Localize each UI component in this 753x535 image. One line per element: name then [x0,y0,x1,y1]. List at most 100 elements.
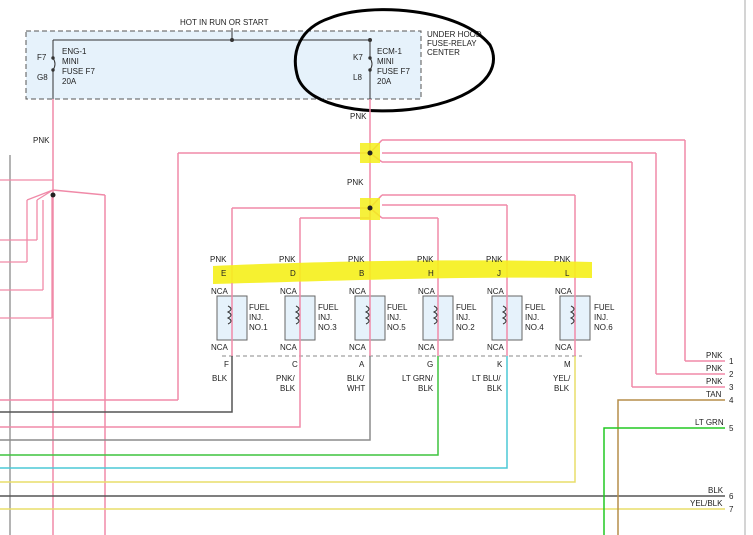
wire-label-pnk-mid: PNK [347,178,364,187]
terminal-wire-label: BLK [708,486,724,495]
injector-bottom-connector: NCA [418,343,436,352]
injector-top-connector: NCA [487,287,505,296]
injector-top-wire: PNK [210,255,227,264]
terminal-wire-label: YEL/BLK [690,499,723,508]
fuse-terminal-dot [51,56,55,60]
injector-top-wire: PNK [279,255,296,264]
injector-out-wire-1: BLK/ [347,374,365,383]
injector-label-line3: NO.3 [318,323,337,332]
fuse-center-location-line3: CENTER [427,48,460,57]
terminal-number: 5 [729,424,734,433]
injector-top-connector: NCA [349,287,367,296]
injector-bottom-pin: C [292,360,298,369]
fuse-left-bottom-pin: G8 [37,73,48,82]
terminal-number: 2 [729,370,734,379]
fuse-left-fuse: FUSE F7 [62,67,95,76]
terminal-wire-label: PNK [706,377,723,386]
injector-top-pin: H [428,269,434,278]
connector-highlight [213,260,592,284]
injector-label-line2: INJ. [387,313,401,322]
fuse-center-location-line1: UNDER HOOD [427,30,482,39]
injector-label-line1: FUEL [249,303,270,312]
injector-no4: PNK J NCA FUEL INJ. NO.4 NCA K LT BLU/ B… [472,255,546,393]
terminal-wire-label: LT GRN [695,418,724,427]
injector-no1: PNK E NCA FUEL INJ. NO.1 NCA F BLK [210,255,270,383]
injector-bottom-pin: A [359,360,365,369]
terminal-number: 7 [729,505,734,514]
injector-top-wire: PNK [348,255,365,264]
terminal-number: 6 [729,492,734,501]
fuse-relay-center-box [25,30,422,100]
terminal-number: 1 [729,357,734,366]
injector-label-line1: FUEL [318,303,339,312]
injector-out-wire-1: YEL/ [553,374,571,383]
injector-no3: PNK D NCA FUEL INJ. NO.3 NCA C PNK/ BLK [276,255,339,393]
injector-top-wire: PNK [486,255,503,264]
injector-top-pin: E [221,269,226,278]
fuse-right-top-pin: K7 [353,53,363,62]
injector-out-wire-1: PNK/ [276,374,295,383]
injector-bottom-connector: NCA [487,343,505,352]
injector-out-wire-2: BLK [487,384,503,393]
injector-top-pin: L [565,269,570,278]
injector-out-wire-2: WHT [347,384,365,393]
injector-label-line3: NO.4 [525,323,544,332]
injector-bottom-connector: NCA [211,343,229,352]
injector-top-pin: J [497,269,501,278]
injector-bottom-pin: K [497,360,503,369]
injector-label-line2: INJ. [525,313,539,322]
injector-out-wire-1: LT BLU/ [472,374,501,383]
injector-top-wire: PNK [417,255,434,264]
injector-label-line1: FUEL [456,303,477,312]
injector-no6: PNK L NCA FUEL INJ. NO.6 NCA M YEL/ BLK [553,255,615,393]
right-terminals: PNK 1 PNK 2 PNK 3 TAN 4 LT GRN 5 BLK 6 Y… [690,351,734,514]
injector-label-line3: NO.5 [387,323,406,332]
injector-out-wire-2: BLK [554,384,570,393]
injector-label-line3: NO.6 [594,323,613,332]
splice-dot [367,150,373,156]
injector-bottom-pin: M [564,360,571,369]
fuse-bus-lines [52,28,373,99]
injector-out-wire-2: BLK [280,384,296,393]
injector-bottom-connector: NCA [280,343,298,352]
fuse-center-location-line2: FUSE-RELAY [427,39,477,48]
injector-label-line2: INJ. [249,313,263,322]
injector-label-line3: NO.2 [456,323,475,332]
injector-label-line2: INJ. [594,313,608,322]
injector-top-pin: B [359,269,364,278]
injector-no2: PNK H NCA FUEL INJ. NO.2 NCA G LT GRN/ B… [402,255,477,393]
injector-output-wires [0,356,725,535]
injector-label-line2: INJ. [318,313,332,322]
fuse-right-name: ECM-1 [377,47,402,56]
injector-no5: PNK B NCA FUEL INJ. NO.5 NCA A BLK/ WHT [347,255,408,393]
injector-top-connector: NCA [418,287,436,296]
terminal-wire-label: PNK [706,351,723,360]
splice-dot [50,192,56,198]
markup-circle [293,8,495,113]
hot-in-run-label: HOT IN RUN OR START [180,18,269,27]
fuse-right-bottom-pin: L8 [353,73,362,82]
injector-label-line1: FUEL [525,303,546,312]
injector-label-line1: FUEL [594,303,615,312]
fuse-left-top-pin: F7 [37,53,47,62]
wire-label-pnk-under-fuse: PNK [350,112,367,121]
terminal-wire-label: TAN [706,390,722,399]
injector-out-wire-2: BLK [418,384,434,393]
injector-top-wire: PNK [554,255,571,264]
bus-junction-dot [368,38,372,42]
injector-bottom-connector: NCA [349,343,367,352]
injector-group: PNK E NCA FUEL INJ. NO.1 NCA F BLK PNK D… [210,255,615,393]
injector-top-pin: D [290,269,296,278]
fuse-right-fuse: FUSE F7 [377,67,410,76]
injector-bottom-connector: NCA [555,343,573,352]
fuse-terminal-dot [51,68,55,72]
terminal-wire-label: PNK [706,364,723,373]
fuse-right-rating: 20A [377,77,392,86]
terminal-number: 3 [729,383,734,392]
injector-out-wire-1: BLK [212,374,228,383]
injector-label-line1: FUEL [387,303,408,312]
fuse-terminal-dot [368,56,372,60]
injector-label-line3: NO.1 [249,323,268,332]
injector-top-connector: NCA [555,287,573,296]
